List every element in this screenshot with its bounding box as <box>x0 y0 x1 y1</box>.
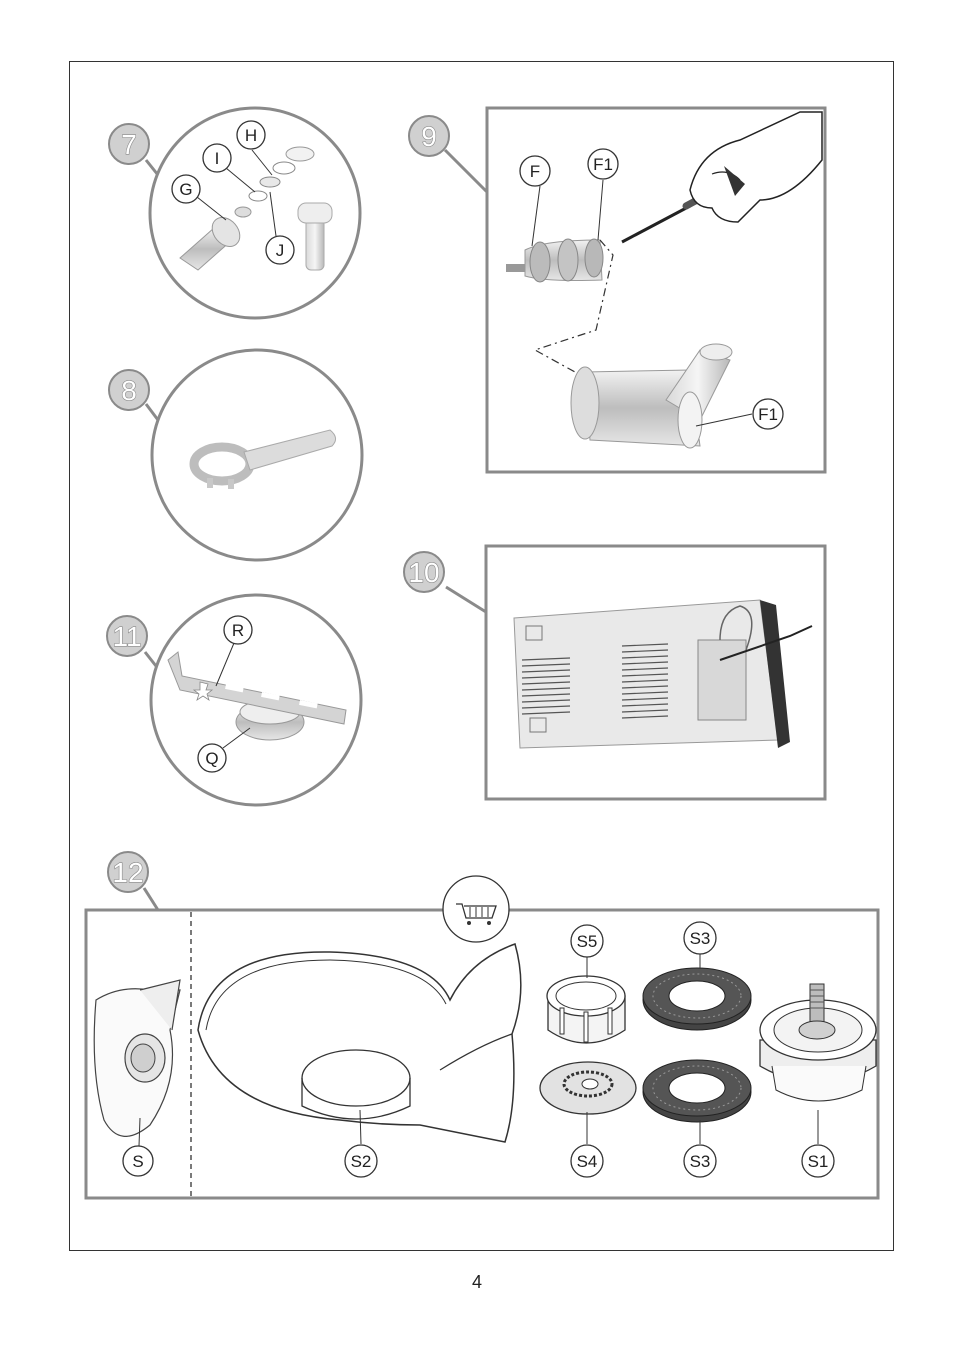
svg-text:S1: S1 <box>808 1152 829 1171</box>
label-g: G <box>172 175 200 203</box>
label-s2: S2 <box>345 1145 377 1177</box>
figure-8-number: 8 <box>121 375 137 406</box>
svg-text:S5: S5 <box>577 932 598 951</box>
svg-text:H: H <box>245 126 257 145</box>
ring-nut-part-s5 <box>547 976 625 1043</box>
svg-text:I: I <box>215 149 220 168</box>
base-underside <box>514 600 812 748</box>
svg-text:F1: F1 <box>593 155 613 174</box>
label-s5: S5 <box>571 925 603 957</box>
figure-10-number: 10 <box>408 557 439 588</box>
label-s: S <box>123 1146 153 1176</box>
figure-10: 10 <box>404 546 825 799</box>
figure-12-number: 12 <box>112 857 143 888</box>
label-i: I <box>203 144 231 172</box>
label-f1-top: F1 <box>588 149 618 179</box>
figure-11-number: 11 <box>112 621 141 652</box>
svg-text:F1: F1 <box>758 405 778 424</box>
label-r: R <box>224 616 252 644</box>
label-s3-bottom: S3 <box>684 1145 716 1177</box>
label-s4: S4 <box>571 1145 603 1177</box>
label-j: J <box>266 236 294 264</box>
label-f1-bottom: F1 <box>753 399 783 429</box>
svg-text:G: G <box>179 180 192 199</box>
svg-text:F: F <box>530 162 540 181</box>
label-q: Q <box>198 744 226 772</box>
figure-7: 7 H I G J <box>109 108 360 318</box>
svg-text:S3: S3 <box>690 929 711 948</box>
grinding-disc-bottom-s3 <box>643 1060 751 1122</box>
svg-text:S: S <box>132 1152 143 1171</box>
shopping-cart-icon <box>443 876 509 942</box>
page-number: 4 <box>0 1272 954 1293</box>
figure-8: 8 <box>109 350 362 560</box>
figure-7-number: 7 <box>121 129 137 160</box>
figure-9-number: 9 <box>421 121 437 152</box>
label-s3-top: S3 <box>684 922 716 954</box>
svg-text:R: R <box>232 621 244 640</box>
svg-text:S2: S2 <box>351 1152 372 1171</box>
svg-text:Q: Q <box>205 749 218 768</box>
figure-11: 11 R Q <box>107 595 361 805</box>
grinding-disc-top-s3 <box>643 968 751 1030</box>
svg-text:S4: S4 <box>577 1152 598 1171</box>
label-f: F <box>520 156 550 186</box>
figure-9: 9 F <box>409 108 825 472</box>
label-s1: S1 <box>802 1145 834 1177</box>
svg-text:S3: S3 <box>690 1152 711 1171</box>
figure-12: 12 <box>86 852 878 1198</box>
label-h: H <box>237 121 265 149</box>
svg-text:J: J <box>276 241 285 260</box>
perforated-disc-s4 <box>540 1062 636 1114</box>
